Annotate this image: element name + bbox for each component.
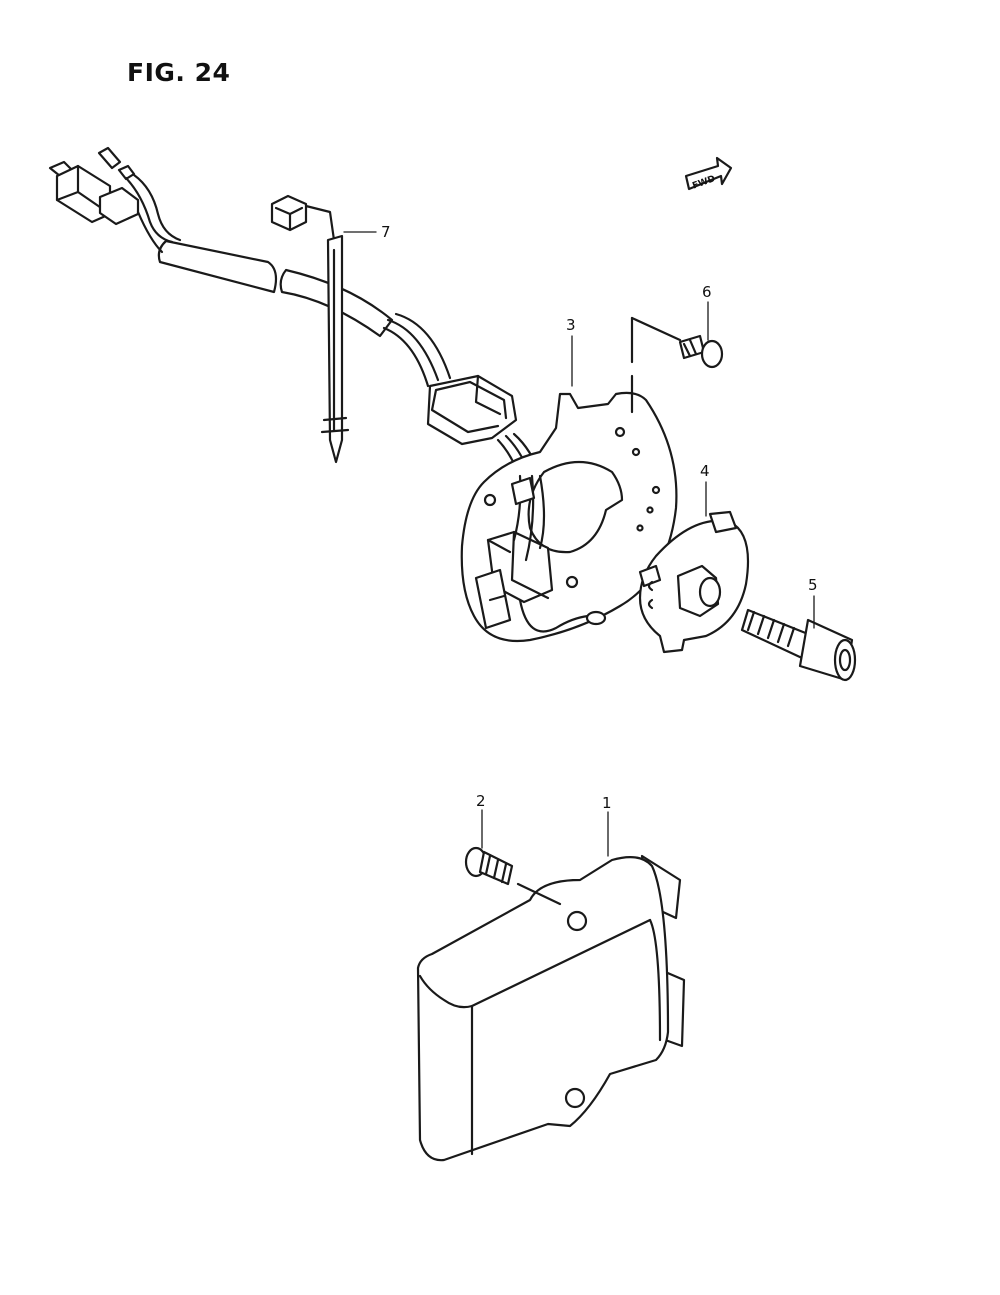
harness-connector-main [48, 160, 140, 226]
harness-sheath-left [157, 239, 278, 294]
callout-2: 2 [476, 792, 486, 810]
signal-rotor [638, 510, 750, 654]
callout-1: 1 [602, 794, 612, 812]
wire-harness [48, 146, 542, 480]
callout-3: 3 [566, 316, 576, 334]
clamp [270, 194, 350, 464]
pickup-coil-plate [460, 391, 678, 642]
fwd-direction-marker: FWD [684, 156, 733, 192]
mounting-screw-leader [516, 882, 562, 906]
callout-4: 4 [700, 462, 710, 480]
ignitor-module [416, 854, 686, 1162]
plate-screw [678, 334, 724, 369]
callout-labels: 1 2 3 4 5 6 7 [343, 223, 818, 857]
socket-bolt [740, 608, 857, 682]
harness-bullet-terminals [97, 146, 182, 244]
callout-6: 6 [702, 283, 712, 301]
callout-7: 7 [381, 223, 391, 241]
figure-title: FIG. 24 [127, 58, 231, 87]
callout-5: 5 [808, 576, 818, 594]
harness-grommet [426, 374, 518, 446]
mounting-screw [464, 846, 514, 886]
